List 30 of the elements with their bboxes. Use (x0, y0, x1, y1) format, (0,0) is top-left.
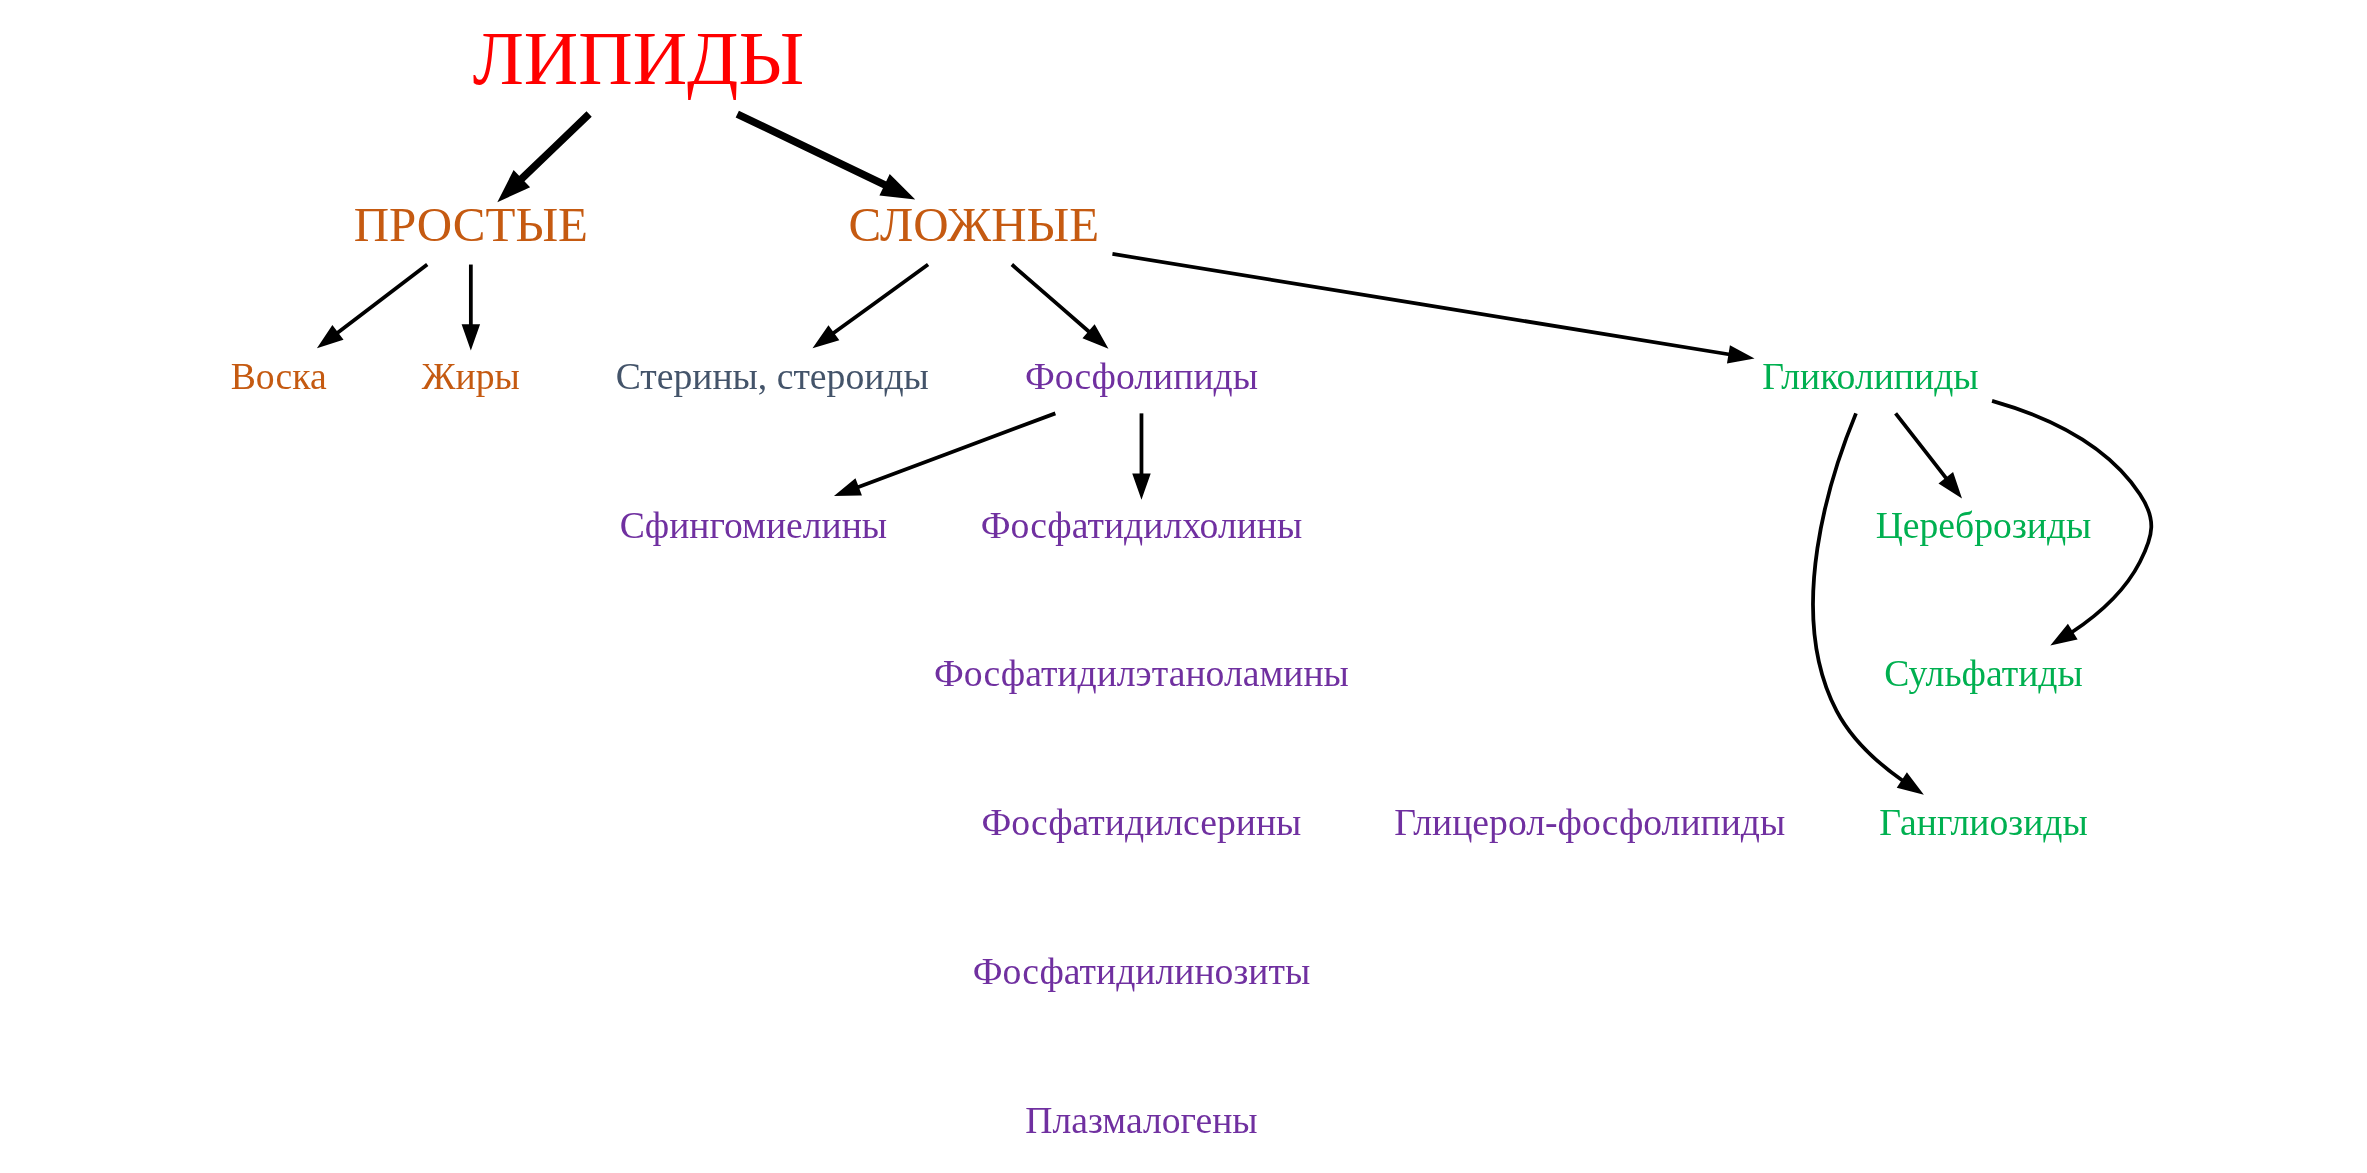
arrow (1131, 413, 1151, 500)
node-text: Фосфатидилсерины (981, 801, 1301, 844)
arrow (1810, 412, 1924, 795)
node-text: Гликолипиды (1761, 354, 1979, 397)
node-text: Сульфатиды (1883, 652, 2083, 695)
node-text: ПРОСТЫЕ (353, 197, 588, 253)
arrow (735, 110, 915, 200)
node-text: Фосфатидилинозиты (972, 949, 1310, 992)
node-text: СЛОЖНЫЕ (847, 197, 1099, 253)
arrow (1893, 412, 1962, 499)
node-text: Воска (230, 354, 327, 397)
node-text: Фосфолипиды (1024, 354, 1258, 397)
arrow (316, 263, 428, 349)
arrow (1111, 252, 1755, 364)
node-text: Стерины, стероиды (615, 354, 929, 397)
node-text: Жиры (421, 354, 520, 397)
node-text: Фосфатидилэтаноламины (933, 652, 1349, 695)
arrow (1010, 263, 1108, 349)
arrow (461, 264, 480, 351)
node-text: Глицерол-фосфолипиды (1393, 801, 1785, 844)
node-text: ЛИПИДЫ (472, 16, 804, 100)
node-text: Плазмалогены (1024, 1098, 1258, 1141)
arrow (496, 111, 592, 203)
arrow (812, 263, 929, 349)
node-text: Сфингомиелины (619, 503, 887, 546)
node-text: Ганглиозиды (1878, 801, 2088, 844)
node-text: Цереброзиды (1875, 503, 2091, 546)
arrow (833, 411, 1056, 497)
node-text: Фосфатидилхолины (980, 503, 1302, 546)
arrow (1991, 399, 2153, 646)
